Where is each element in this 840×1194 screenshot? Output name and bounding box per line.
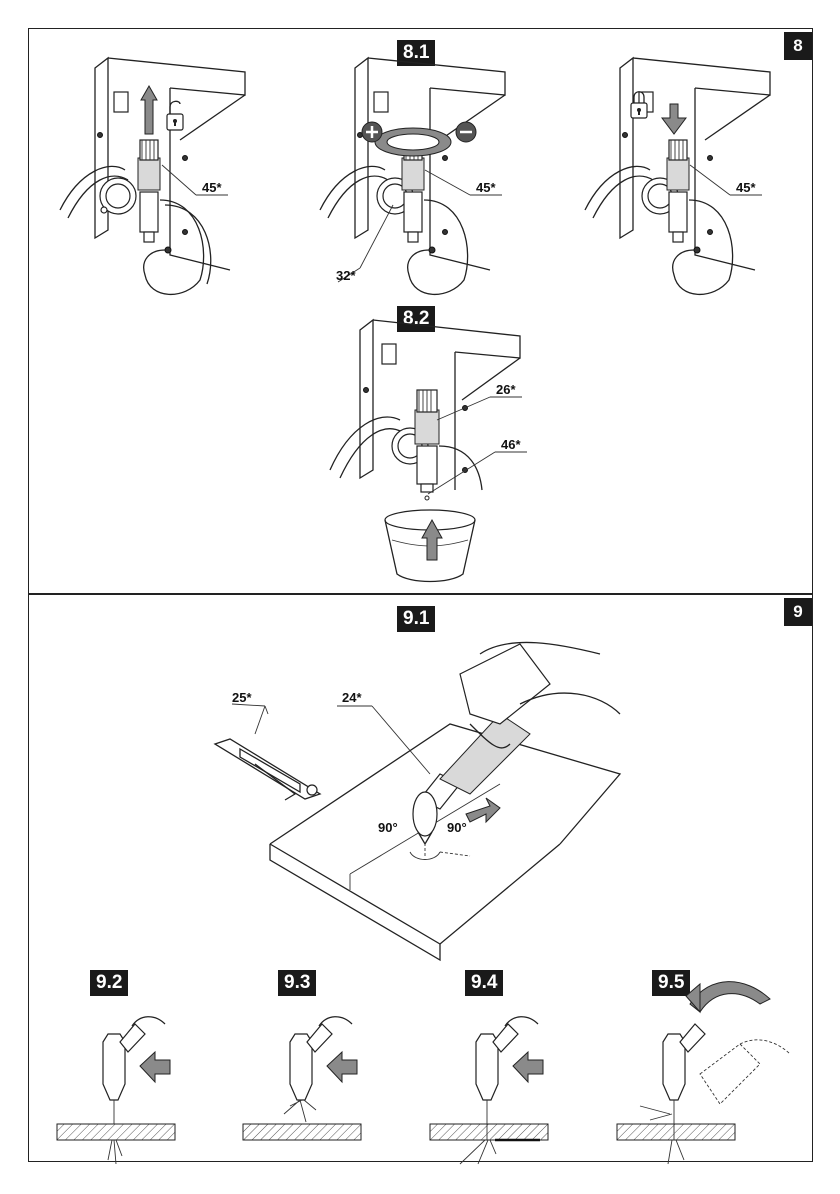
cut-stage-9-3	[243, 1017, 361, 1140]
cut-stage-9-5	[617, 1024, 790, 1164]
section-9-illustrations	[0, 594, 840, 1194]
plus-icon	[362, 122, 382, 142]
angle-right: 90°	[447, 820, 467, 835]
callout-45-right: 45*	[736, 180, 756, 195]
regulator-unit-drain	[330, 320, 520, 492]
section-8-illustrations	[0, 0, 840, 600]
regulator-unit-right	[585, 58, 770, 294]
callout-leader-left-45	[162, 165, 196, 195]
cut-stage-9-2	[57, 1017, 175, 1164]
plasma-torch	[413, 642, 620, 844]
callout-26: 26*	[496, 382, 516, 397]
callout-45-middle: 45*	[476, 180, 496, 195]
callout-24: 24*	[342, 690, 362, 705]
angle-left: 90°	[378, 820, 398, 835]
workpiece-plates	[270, 724, 620, 960]
down-arrow-icon	[662, 104, 686, 134]
regulator-unit-middle	[320, 58, 505, 294]
cut-stage-9-4	[430, 1017, 548, 1164]
minus-icon	[456, 122, 476, 142]
callout-25: 25*	[232, 690, 252, 705]
drain-drop	[425, 496, 429, 500]
curved-arrow-icon	[690, 982, 770, 1012]
callout-32: 32*	[336, 268, 356, 283]
callout-45-left: 45*	[202, 180, 222, 195]
push-arrow-9-2	[140, 1052, 170, 1082]
curved-arrow-head	[686, 984, 700, 1012]
up-arrow-icon	[141, 86, 157, 134]
push-arrow-9-3	[327, 1052, 357, 1082]
rotate-knob-arrow	[375, 128, 451, 156]
push-arrow-9-4	[513, 1052, 543, 1082]
callout-46: 46*	[501, 437, 521, 452]
ground-clamp	[215, 739, 320, 800]
